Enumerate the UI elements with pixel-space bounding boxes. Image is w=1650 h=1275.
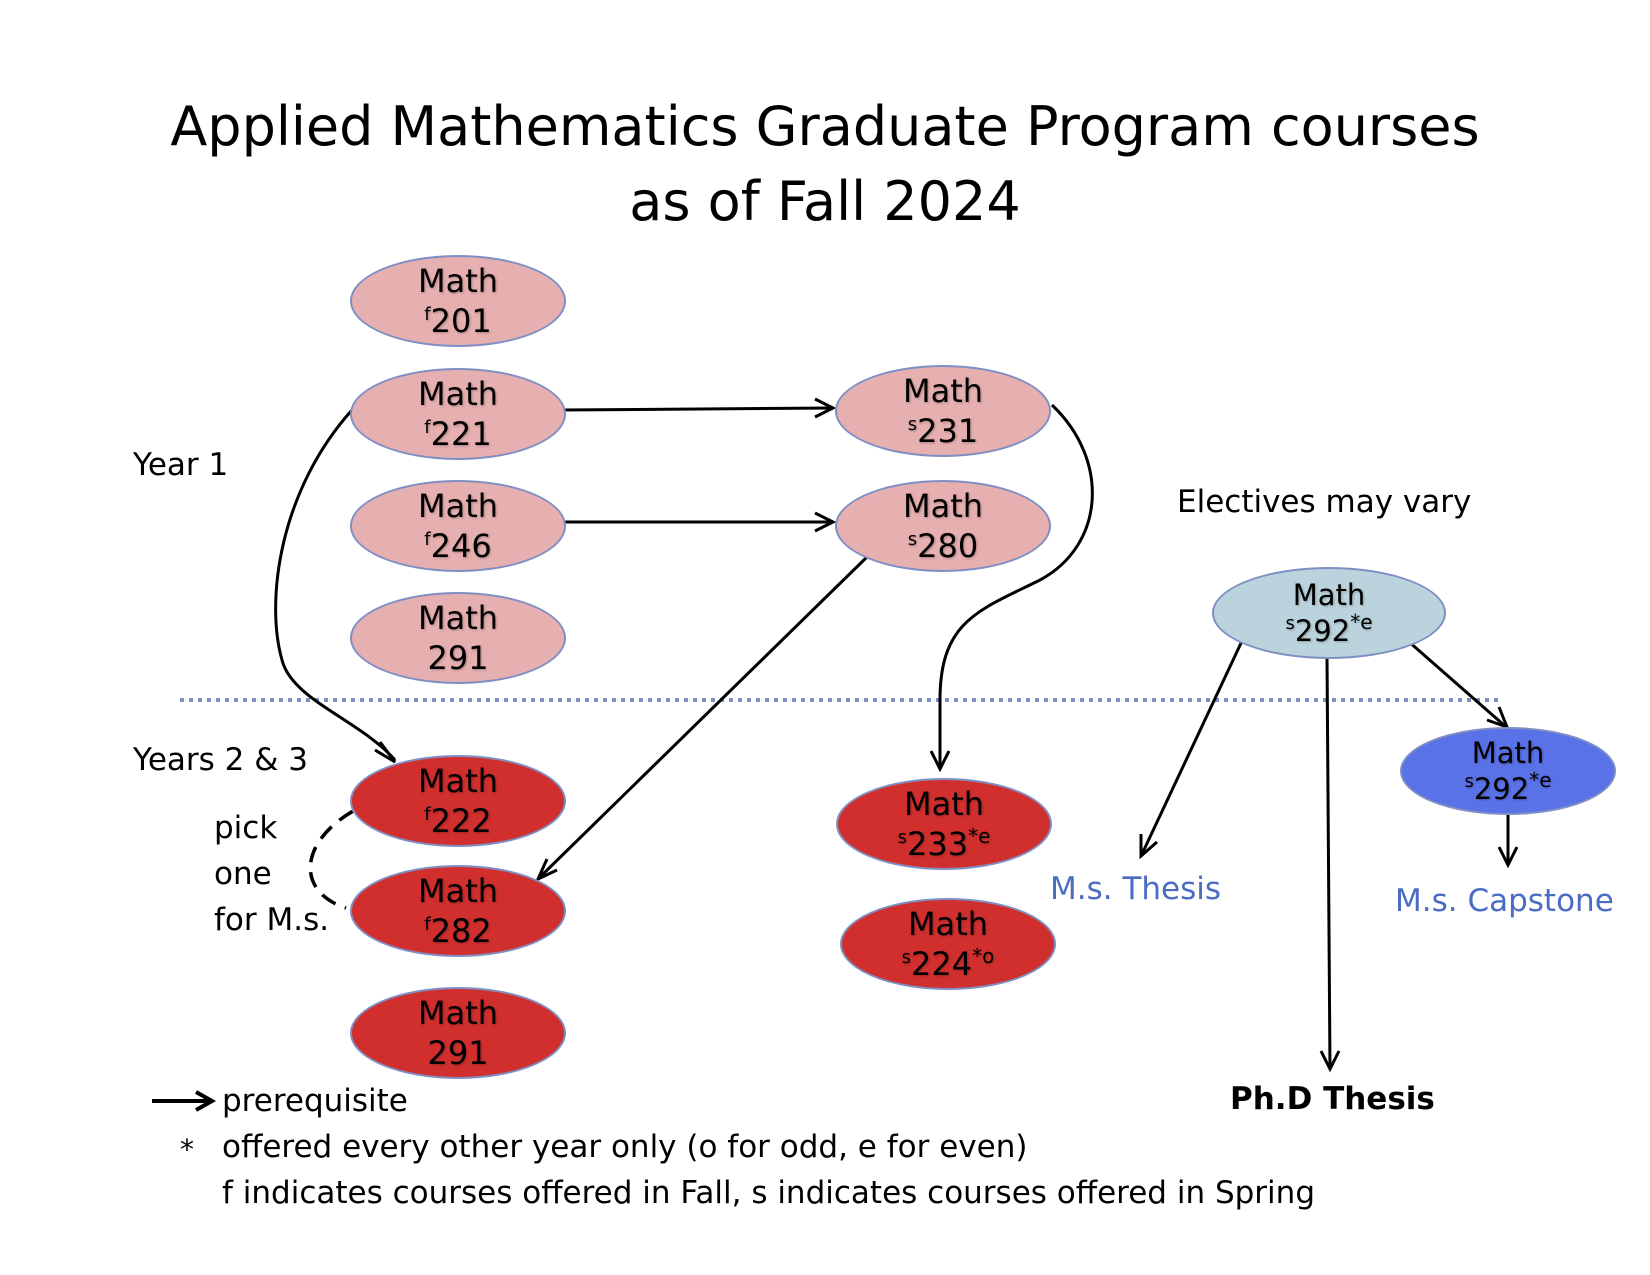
edge-280-to-282 (538, 554, 870, 879)
edge-292-to-phd-thesis (1325, 656, 1332, 1070)
course-node-math280: Math s280 (835, 480, 1051, 572)
course-label: Math (417, 599, 499, 637)
edge-292-to-ms-thesis-arrowhead (1139, 834, 1158, 860)
legend-asterisk-symbol: * (180, 1133, 194, 1166)
schedule-marker: *e (968, 824, 991, 848)
course-number: 233 (907, 825, 969, 863)
term-marker: s (1464, 771, 1474, 792)
course-label: Math (417, 262, 499, 300)
course-node-math291-years23: Math 291 (350, 987, 566, 1079)
electives-label: Electives may vary (1177, 484, 1472, 520)
course-label: Math (1471, 736, 1545, 770)
course-label: Math (907, 905, 989, 943)
course-node-math292-elective: Math s292*e (1212, 567, 1446, 659)
edge-capstone-to-ms-capstone-arrowhead (1497, 846, 1519, 869)
pick-note-line-2: one (214, 856, 272, 892)
schedule-marker: *e (1529, 768, 1552, 792)
year1-label: Year 1 (133, 447, 229, 483)
course-number: 201 (430, 302, 492, 340)
legend-arrow-head (195, 1090, 217, 1112)
term-marker: f (424, 529, 431, 550)
title-line-2: as of Fall 2024 (629, 170, 1021, 233)
term-marker: s (897, 827, 907, 848)
edge-292-to-capstone (1407, 639, 1506, 728)
term-marker: s (907, 529, 918, 550)
course-label: Math (902, 372, 984, 410)
course-node-math233: Math s233*e (836, 778, 1052, 870)
legend-term-note: f indicates courses offered in Fall, s i… (222, 1175, 1315, 1211)
course-number: 291 (427, 1034, 489, 1072)
phd-thesis-label: Ph.D Thesis (1230, 1081, 1435, 1117)
term-marker: f (424, 804, 431, 825)
course-node-math282: Math f282 (350, 865, 566, 957)
legend-asterisk-text: offered every other year only (o for odd… (222, 1129, 1028, 1165)
course-number: 292 (1473, 772, 1530, 806)
term-marker: f (424, 304, 431, 325)
ms-thesis-label: M.s. Thesis (1050, 871, 1222, 907)
edge-292-to-phd-thesis-arrowhead (1319, 1050, 1341, 1073)
course-label: Math (1292, 578, 1366, 612)
legend-prerequisite: prerequisite (222, 1083, 408, 1119)
course-number: 224 (911, 945, 973, 983)
edge-292-to-ms-thesis (1140, 640, 1244, 855)
course-label: Math (417, 994, 499, 1032)
course-number: 292 (1294, 614, 1351, 648)
course-number: 246 (430, 527, 492, 565)
pick-note-line-1: pick (214, 810, 278, 846)
course-node-math224: Math s224*o (840, 898, 1056, 990)
course-label: Math (417, 487, 499, 525)
course-number: 280 (917, 527, 979, 565)
course-node-math201: Math f201 (350, 255, 566, 347)
course-number: 222 (430, 802, 492, 840)
ms-capstone-label: M.s. Capstone (1395, 883, 1614, 919)
course-label: Math (903, 785, 985, 823)
schedule-marker: *e (1350, 610, 1373, 634)
term-marker: s (907, 414, 918, 435)
course-number: 291 (427, 639, 489, 677)
edge-221-to-231-arrowhead (814, 397, 837, 419)
edge-246-to-280-arrowhead (814, 511, 837, 533)
edge-231-to-233-arrowhead (929, 750, 951, 773)
course-number: 282 (430, 912, 492, 950)
edge-280-to-282-arrowhead (534, 858, 558, 883)
course-label: Math (417, 375, 499, 413)
pick-note-line-3: for M.s. (214, 902, 330, 938)
course-number: 221 (430, 415, 492, 453)
title-line-1: Applied Mathematics Graduate Program cou… (170, 95, 1480, 158)
course-label: Math (417, 762, 499, 800)
course-node-math246: Math f246 (350, 480, 566, 572)
edge-231-to-233 (938, 403, 1094, 768)
course-node-math221: Math f221 (350, 368, 566, 460)
term-marker: f (424, 914, 431, 935)
course-node-math291-year1: Math 291 (350, 592, 566, 684)
term-marker: f (424, 417, 431, 438)
course-number: 231 (917, 412, 979, 450)
term-marker: s (1285, 613, 1295, 634)
years23-label: Years 2 & 3 (133, 742, 308, 778)
course-node-math292-capstone: Math s292*e (1400, 727, 1616, 815)
edge-221-to-231 (561, 406, 834, 412)
edge-221-to-222-arrowhead (374, 741, 397, 764)
course-label: Math (417, 872, 499, 910)
course-node-math222: Math f222 (350, 755, 566, 847)
course-label: Math (902, 487, 984, 525)
term-marker: s (901, 947, 912, 968)
pick-one-dashed-bracket (308, 798, 377, 910)
edge-221-to-222 (274, 408, 397, 761)
course-node-math231: Math s231 (835, 365, 1051, 457)
schedule-marker: *o (972, 944, 995, 968)
